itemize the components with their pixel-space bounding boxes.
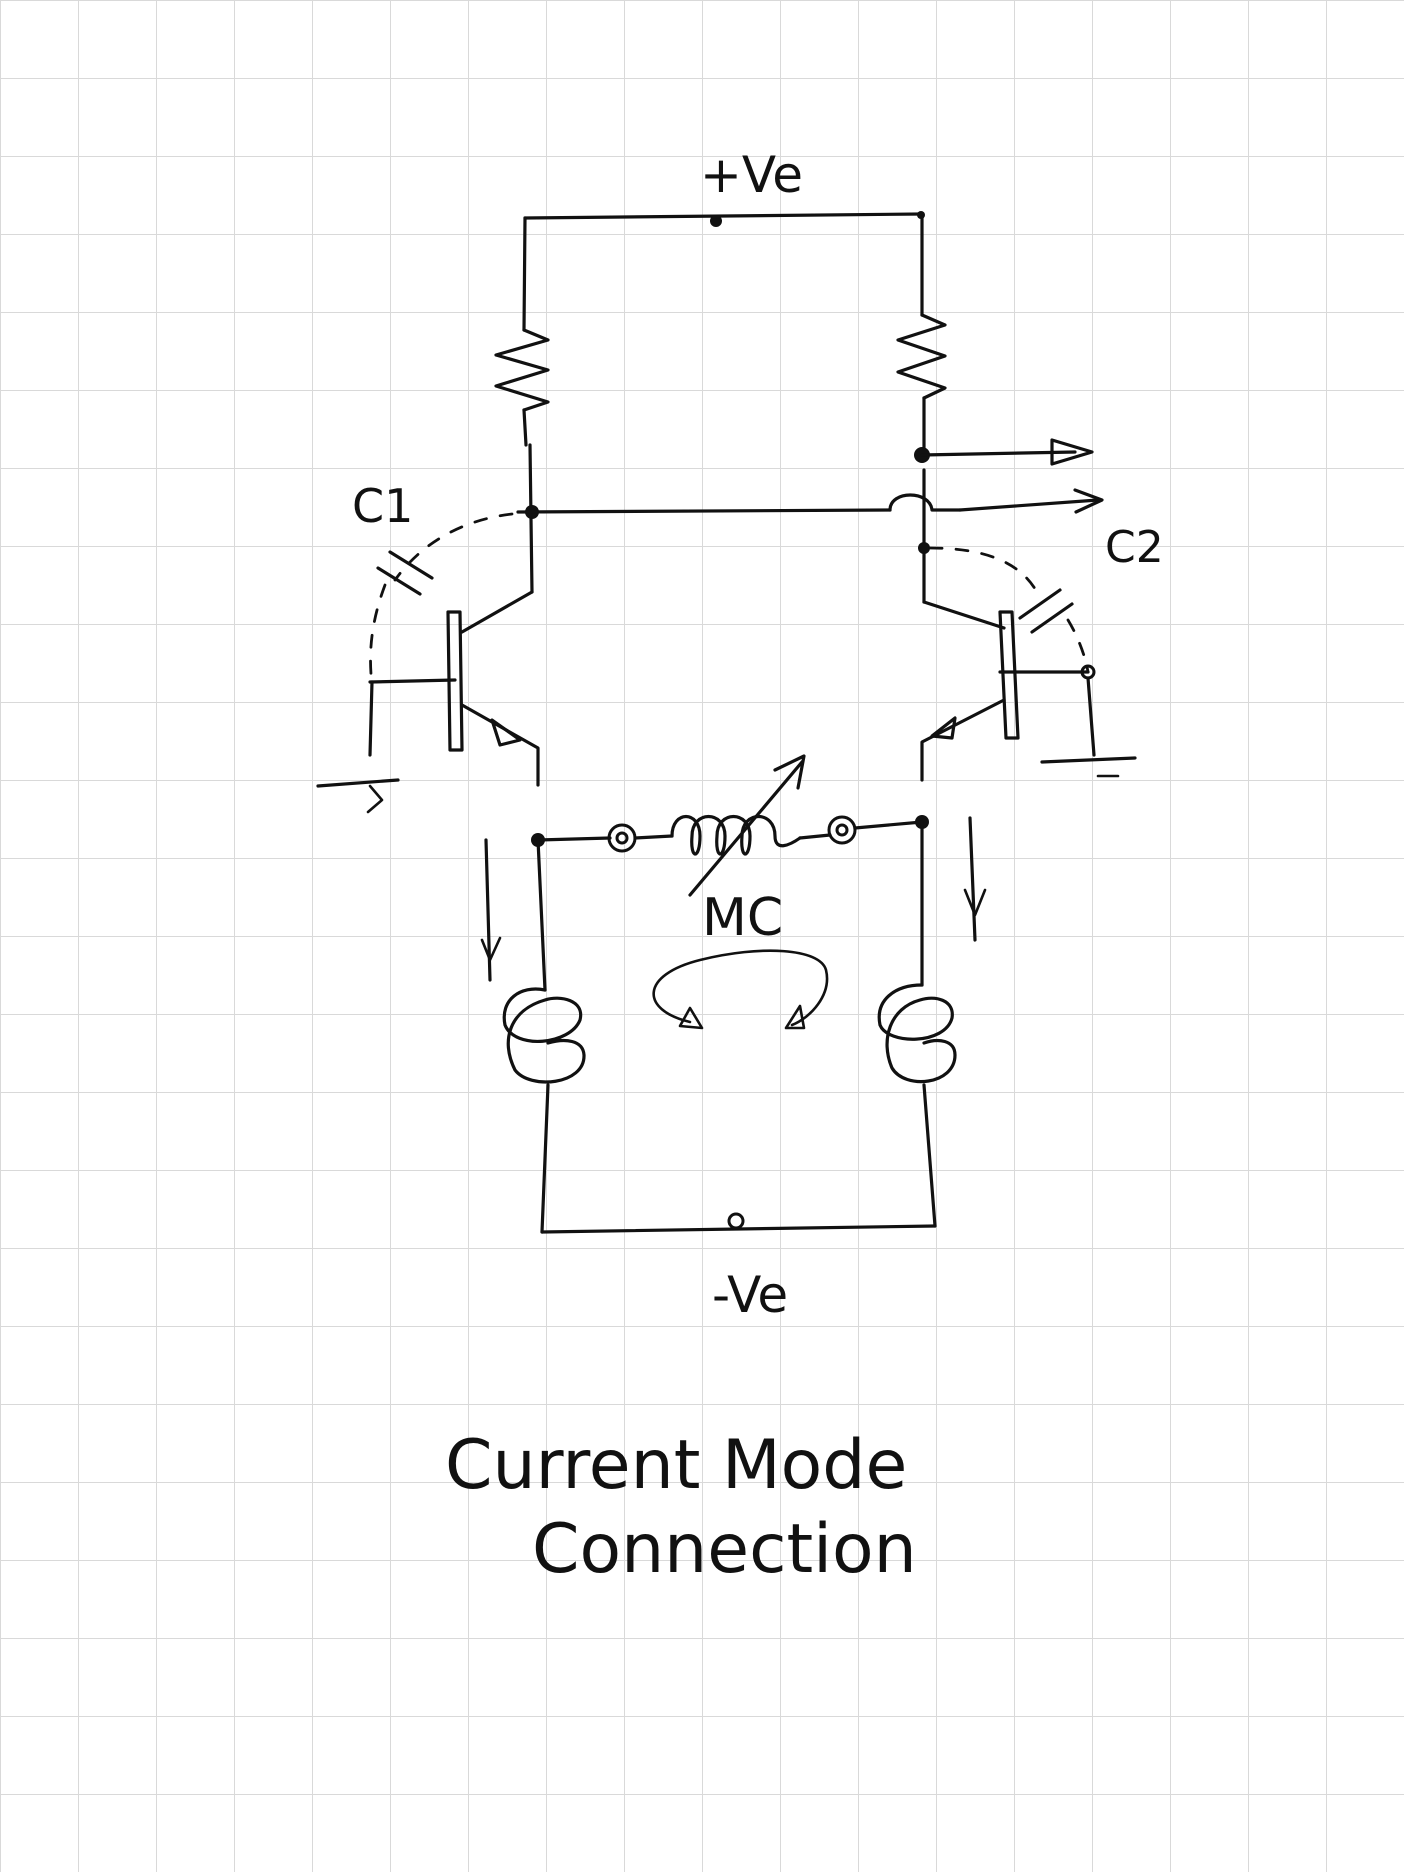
transistor-left	[316, 590, 540, 814]
bottom-supply-rail	[540, 1212, 937, 1234]
circulation-arrow	[652, 949, 829, 1030]
capacitor-right-label: C2	[1105, 522, 1164, 573]
output-tap-upper	[914, 438, 1094, 466]
top-supply-rail	[522, 211, 925, 332]
collector-cross-wire	[516, 468, 962, 604]
right-lower-leg	[877, 816, 987, 1228]
left-lower-leg	[480, 838, 586, 1234]
transistor-right	[920, 600, 1137, 782]
resistor-right	[896, 313, 947, 457]
output-tap-lower	[958, 488, 1104, 514]
capacitor-c2	[928, 546, 1090, 674]
supply-negative-label: -Ve	[712, 1266, 788, 1324]
top-supply-node	[710, 215, 722, 227]
inductor-mc	[531, 754, 929, 897]
bottom-supply-node	[727, 1212, 745, 1230]
title-line-2: Connection	[532, 1510, 917, 1589]
capacitor-left-label: C1	[352, 479, 413, 533]
resistor-left	[494, 328, 550, 594]
coil-label: MC	[702, 888, 783, 948]
capacitor-c1	[369, 512, 514, 687]
title-line-1: Current Mode	[445, 1426, 907, 1505]
supply-positive-label: +Ve	[700, 146, 803, 204]
